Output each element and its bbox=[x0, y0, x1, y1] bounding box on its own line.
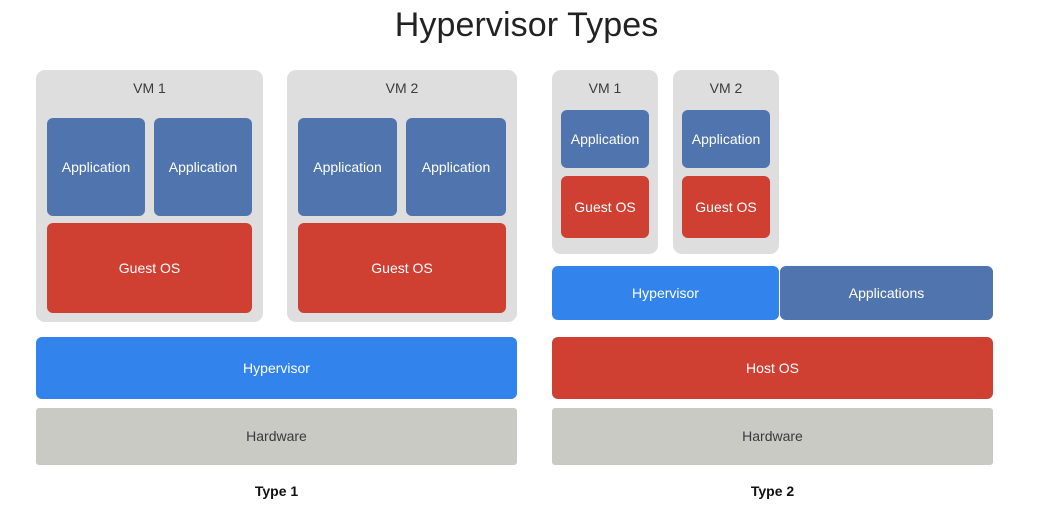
type2-vm-2[interactable]: VM 2 Application Guest OS bbox=[673, 70, 779, 254]
type1-vm-1-label: VM 1 bbox=[133, 80, 166, 96]
type1-vm-2-application-2[interactable]: Application bbox=[406, 118, 506, 216]
type2-caption: Type 2 bbox=[750, 483, 795, 499]
type1-caption: Type 1 bbox=[254, 483, 299, 499]
type1-vm-2-label: VM 2 bbox=[385, 80, 419, 96]
type2-vm-2-label: VM 2 bbox=[709, 80, 743, 96]
type2-vm-1-application-1[interactable]: Application bbox=[561, 110, 649, 168]
type1-vm-2[interactable]: VM 2 Application Application Guest OS bbox=[287, 70, 517, 322]
type2-vm-2-guest-os[interactable]: Guest OS bbox=[682, 176, 770, 238]
type2-vm-1-label: VM 1 bbox=[588, 80, 622, 96]
type2-applications-block[interactable]: Applications bbox=[780, 266, 993, 320]
type1-hardware-layer[interactable]: Hardware bbox=[36, 408, 517, 465]
type1-vm-1-application-2[interactable]: Application bbox=[154, 118, 252, 216]
type1-vm-2-guest-os[interactable]: Guest OS bbox=[298, 223, 506, 313]
type2-hypervisor-layer[interactable]: Hypervisor bbox=[552, 266, 779, 320]
type1-vm-1-application-1[interactable]: Application bbox=[47, 118, 145, 216]
type1-vm-2-application-1[interactable]: Application bbox=[298, 118, 397, 216]
type2-vm-1-guest-os[interactable]: Guest OS bbox=[561, 176, 649, 238]
type2-hardware-layer[interactable]: Hardware bbox=[552, 408, 993, 465]
type1-vm-1[interactable]: VM 1 Application Application Guest OS bbox=[36, 70, 263, 322]
type2-vm-2-application-1[interactable]: Application bbox=[682, 110, 770, 168]
type1-hypervisor-layer[interactable]: Hypervisor bbox=[36, 337, 517, 399]
type2-vm-1[interactable]: VM 1 Application Guest OS bbox=[552, 70, 658, 254]
type1-vm-1-guest-os[interactable]: Guest OS bbox=[47, 223, 252, 313]
type2-host-os-layer[interactable]: Host OS bbox=[552, 337, 993, 399]
type2-group: VM 1 Application Guest OS VM 2 Applicati… bbox=[530, 0, 1053, 517]
page-title: Hypervisor Types bbox=[394, 6, 659, 44]
type1-group: VM 1 Application Application Guest OS VM… bbox=[36, 70, 517, 499]
